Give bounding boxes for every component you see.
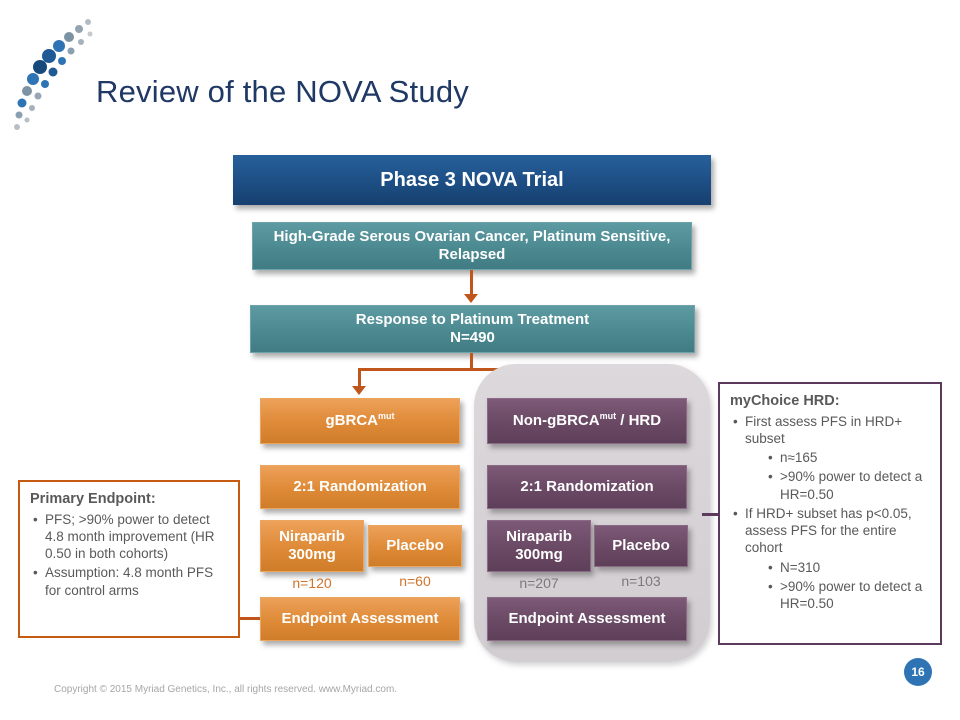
mychoice-sublist: n≈165 >90% power to detect a HR=0.50 bbox=[765, 449, 930, 503]
branch-horizontal-connector bbox=[358, 368, 589, 371]
left-placebo-n-label: n=60 bbox=[399, 573, 431, 589]
mychoice-item: If HRD+ subset has p<0.05, assess PFS fo… bbox=[730, 505, 930, 613]
mychoice-hrd-callout: myChoice HRD: First assess PFS in HRD+ s… bbox=[718, 382, 942, 645]
copyright-footer: Copyright © 2015 Myriad Genetics, Inc., … bbox=[54, 684, 398, 695]
phase3-nova-trial-box: Phase 3 NOVA Trial bbox=[233, 155, 711, 205]
mychoice-connector bbox=[702, 513, 718, 516]
left-niraparib-n-label: n=120 bbox=[292, 575, 332, 591]
mychoice-subitem: n≈165 bbox=[765, 449, 930, 467]
gbrca-cohort-box: gBRCAmut bbox=[260, 398, 460, 444]
left-niraparib-box: Niraparib 300mg bbox=[260, 520, 364, 572]
mychoice-item: First assess PFS in HRD+ subset n≈165 >9… bbox=[730, 413, 930, 503]
primary-endpoint-bullet: Assumption: 4.8 month PFS for control ar… bbox=[30, 564, 228, 599]
mychoice-subitem: >90% power to detect a HR=0.50 bbox=[765, 578, 930, 613]
arrowhead-left-branch-icon bbox=[352, 386, 366, 395]
mychoice-title: myChoice HRD: bbox=[730, 393, 840, 409]
slide-title: Review of the NOVA Study bbox=[96, 74, 469, 109]
right-niraparib-n-label: n=207 bbox=[519, 575, 559, 591]
population-box: High-Grade Serous Ovarian Cancer, Platin… bbox=[252, 222, 692, 270]
right-niraparib-box: Niraparib 300mg bbox=[487, 520, 591, 572]
gbrca-cohort-label: gBRCAmut bbox=[325, 411, 395, 430]
mychoice-sublist: N=310 >90% power to detect a HR=0.50 bbox=[765, 559, 930, 613]
non-gbrca-cohort-label: Non-gBRCAmut / HRD bbox=[512, 411, 662, 430]
primary-endpoint-title: Primary Endpoint: bbox=[30, 491, 156, 507]
branch-stub-connector bbox=[470, 353, 473, 370]
right-randomization-box: 2:1 Randomization bbox=[487, 465, 687, 509]
page-number-badge: 16 bbox=[904, 658, 932, 686]
left-placebo-box: Placebo bbox=[368, 525, 462, 567]
right-placebo-box: Placebo bbox=[594, 525, 688, 567]
mychoice-list: First assess PFS in HRD+ subset n≈165 >9… bbox=[730, 413, 930, 613]
primary-endpoint-callout: Primary Endpoint: PFS; >90% power to det… bbox=[18, 480, 240, 638]
branch-left-connector bbox=[358, 368, 361, 387]
non-gbrca-cohort-box: Non-gBRCAmut / HRD bbox=[487, 398, 687, 444]
right-endpoint-assessment-box: Endpoint Assessment bbox=[487, 597, 687, 641]
myriad-dots-logo-icon bbox=[14, 19, 93, 130]
arrow-population-to-response bbox=[470, 270, 473, 295]
primary-endpoint-connector bbox=[240, 617, 260, 620]
primary-endpoint-list: PFS; >90% power to detect 4.8 month impr… bbox=[30, 511, 228, 599]
mychoice-subitem: N=310 bbox=[765, 559, 930, 577]
primary-endpoint-bullet: PFS; >90% power to detect 4.8 month impr… bbox=[30, 511, 228, 563]
left-randomization-box: 2:1 Randomization bbox=[260, 465, 460, 509]
response-box: Response to Platinum Treatment N=490 bbox=[250, 305, 695, 353]
left-endpoint-assessment-box: Endpoint Assessment bbox=[260, 597, 460, 641]
arrowhead-population-to-response-icon bbox=[464, 294, 478, 303]
right-placebo-n-label: n=103 bbox=[621, 573, 661, 589]
mychoice-subitem: >90% power to detect a HR=0.50 bbox=[765, 468, 930, 503]
